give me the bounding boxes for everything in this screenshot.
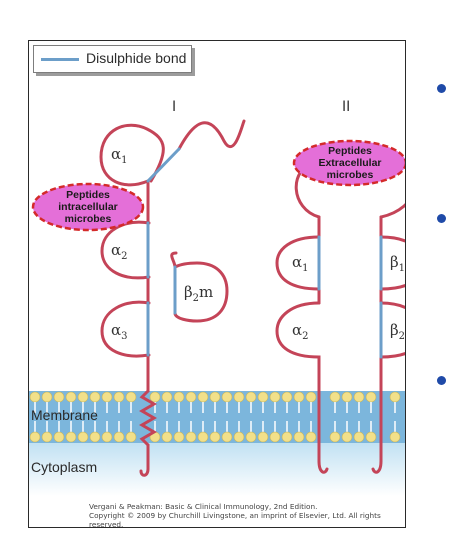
- legend-label: Disulphide bond: [86, 50, 187, 66]
- lipid-head: [41, 431, 53, 443]
- lipid-head: [113, 431, 125, 443]
- bullet-point: [437, 84, 446, 93]
- intracellular-callout-shape: [31, 182, 145, 232]
- class-ii-label: II: [342, 99, 351, 115]
- intracellular-callout: Peptides intracellular microbes: [58, 189, 118, 225]
- cytoplasm-region: [29, 441, 405, 496]
- legend: Disulphide bond: [33, 45, 192, 73]
- cytoplasm-label: Cytoplasm: [31, 459, 98, 475]
- lipid-head: [185, 391, 197, 403]
- lipid-head: [281, 431, 293, 443]
- class-ii-alpha2-label: α2: [292, 321, 309, 342]
- lipid-head: [41, 391, 53, 403]
- class-i-alpha1-label: α1: [111, 145, 128, 166]
- lipid-head: [173, 391, 185, 403]
- cell-membrane: [29, 391, 405, 443]
- lipid-head: [161, 391, 173, 403]
- membrane-label: Membrane: [31, 407, 98, 423]
- class-i-alpha3-label: α3: [111, 321, 128, 342]
- lipid-head: [65, 431, 77, 443]
- lipid-head: [101, 391, 113, 403]
- lipid-head: [209, 431, 221, 443]
- lipid-head: [293, 431, 305, 443]
- lipid-heads-top: [29, 391, 401, 413]
- figure-citation: Vergani & Peakman: Basic & Clinical Immu…: [89, 502, 381, 528]
- class-i-disulphide-bonds: [146, 147, 181, 357]
- extracellular-callout: Peptides Extracellular microbes: [318, 145, 382, 181]
- lipid-head: [329, 391, 341, 403]
- lipid-head: [233, 431, 245, 443]
- lipid-head: [305, 431, 317, 443]
- lipid-head: [53, 391, 65, 403]
- class-i-beta2m-label: β2m: [184, 283, 214, 304]
- disulphide-legend-swatch: [41, 58, 79, 61]
- class-ii-molecule: [275, 157, 405, 474]
- lipid-head: [389, 391, 401, 403]
- lipid-head: [353, 431, 365, 443]
- class-ii-alpha1-label: α1: [292, 253, 309, 274]
- class-i-alpha2-label: α2: [111, 241, 128, 262]
- lipid-head: [221, 431, 233, 443]
- lipid-heads-bottom: [29, 421, 401, 443]
- lipid-head: [329, 431, 341, 443]
- lipid-head: [221, 391, 233, 403]
- lipid-head: [341, 391, 353, 403]
- lipid-head: [197, 431, 209, 443]
- class-ii-disulphide-bonds: [317, 235, 383, 359]
- lipid-head: [365, 431, 377, 443]
- lipid-head: [353, 391, 365, 403]
- mhc-figure: Disulphide bond I II α1 α2 α3 β2m α1 α2 …: [28, 40, 406, 528]
- lipid-head: [29, 391, 41, 403]
- bullet-point: [437, 214, 446, 223]
- lipid-head: [53, 431, 65, 443]
- lipid-head: [269, 431, 281, 443]
- lipid-head: [305, 391, 317, 403]
- lipid-head: [257, 391, 269, 403]
- lipid-head: [341, 431, 353, 443]
- lipid-head: [125, 431, 137, 443]
- lipid-head: [89, 431, 101, 443]
- lipid-head: [77, 431, 89, 443]
- class-ii-beta2-label: β2: [390, 321, 406, 342]
- lipid-head: [185, 431, 197, 443]
- lipid-head: [29, 431, 41, 443]
- bullet-point: [437, 376, 446, 385]
- lipid-head: [161, 431, 173, 443]
- lipid-head: [281, 391, 293, 403]
- lipid-head: [113, 391, 125, 403]
- lipid-head: [149, 391, 161, 403]
- lipid-head: [89, 391, 101, 403]
- lipid-head: [209, 391, 221, 403]
- lipid-head: [269, 391, 281, 403]
- lipid-head: [389, 431, 401, 443]
- lipid-head: [365, 391, 377, 403]
- lipid-head: [77, 391, 89, 403]
- extracellular-callout-shape: [292, 139, 405, 187]
- mhc-diagram: [29, 119, 405, 496]
- lipid-head: [245, 391, 257, 403]
- lipid-head: [245, 431, 257, 443]
- lipid-head: [101, 431, 113, 443]
- class-i-label: I: [172, 99, 177, 115]
- lipid-head: [125, 391, 137, 403]
- lipid-head: [65, 391, 77, 403]
- class-ii-beta1-label: β1: [390, 253, 406, 274]
- lipid-head: [197, 391, 209, 403]
- lipid-head: [293, 391, 305, 403]
- lipid-head: [233, 391, 245, 403]
- lipid-head: [257, 431, 269, 443]
- lipid-head: [173, 431, 185, 443]
